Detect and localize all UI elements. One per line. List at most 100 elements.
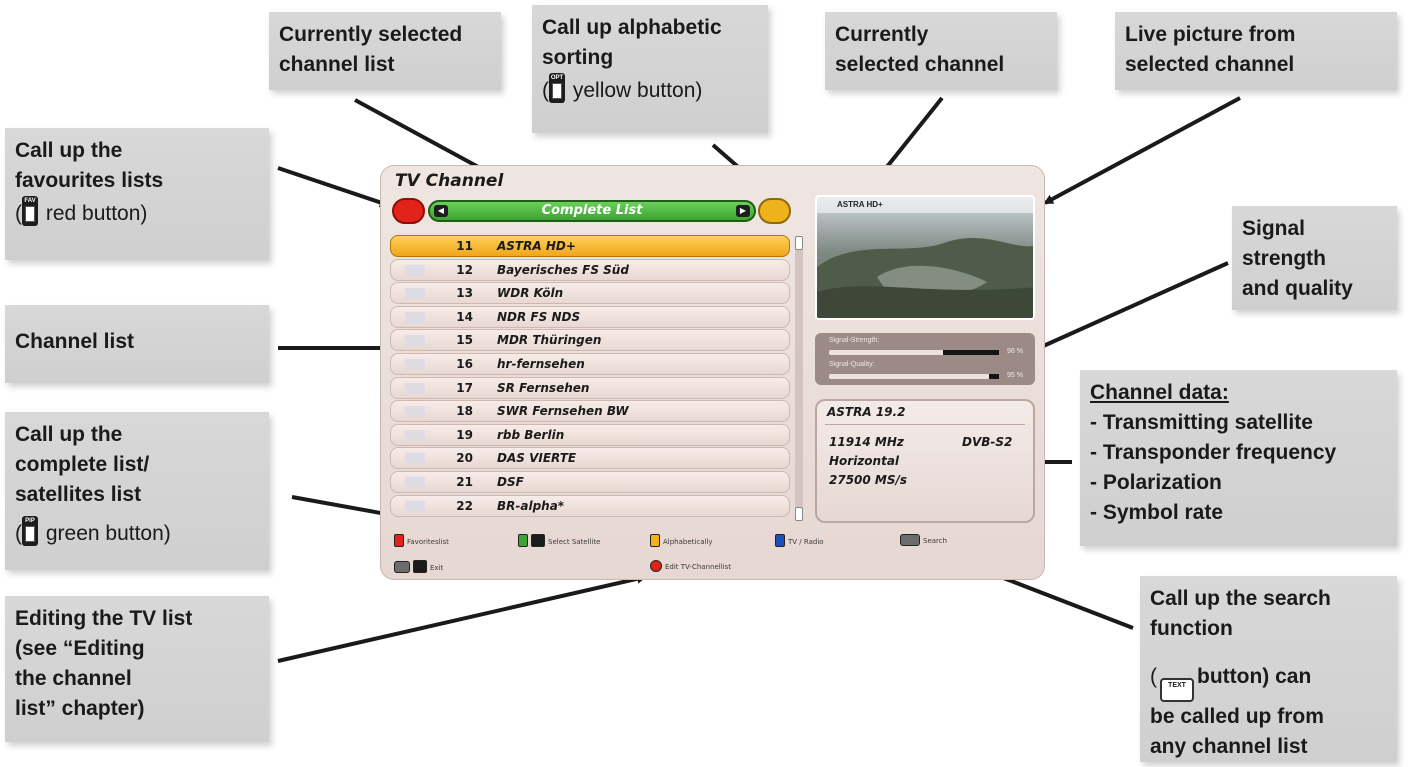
- channel-number: 17: [456, 380, 473, 395]
- text-key-small-icon: [900, 534, 920, 546]
- polarization: Horizontal: [829, 454, 900, 468]
- legend-search[interactable]: Search: [900, 534, 947, 546]
- channel-logo-icon: [405, 359, 425, 370]
- legend-select-satellite[interactable]: Select Satellite: [518, 534, 601, 547]
- blue-key-icon: [775, 534, 785, 547]
- channel-name: NDR FS NDS: [497, 309, 581, 324]
- frequency: 11914 MHz: [829, 435, 904, 449]
- channel-name: Bayerisches FS Süd: [497, 262, 629, 277]
- yellow-key-icon: [650, 534, 660, 547]
- signal-strength-label: Signal-Strength:: [829, 337, 880, 344]
- channel-row[interactable]: 19 rbb Berlin: [390, 423, 790, 446]
- channel-number: 14: [456, 309, 473, 324]
- callout-alpha: Call up alphabetic sorting (OPT yellow b…: [532, 5, 768, 133]
- channel-number: 11: [456, 239, 473, 253]
- channel-name: hr-fernsehen: [497, 357, 585, 371]
- channel-number: 15: [456, 333, 473, 348]
- landscape-image: [817, 238, 1033, 318]
- channel-name: BR-alpha*: [497, 498, 565, 513]
- channel-number: 13: [456, 286, 473, 301]
- prev-list-icon[interactable]: ◀: [434, 205, 448, 217]
- callout-editing: Editing the TV list (see “Editing the ch…: [5, 596, 269, 742]
- channel-list: 11 ASTRA HD+ 12 Bayerisches FS Süd 13 WDR Köl…: [390, 235, 792, 523]
- channel-row[interactable]: 13 WDR Köln: [390, 282, 790, 305]
- signal-quality-label: Signal-Quality:: [829, 361, 875, 368]
- signal-quality-value: 95 %: [1007, 372, 1023, 379]
- favourites-red-button[interactable]: [392, 198, 425, 224]
- next-list-icon[interactable]: ▶: [736, 205, 750, 217]
- channel-row[interactable]: 15 MDR Thüringen: [390, 329, 790, 352]
- back-key-icon: [394, 561, 410, 573]
- signal-strength-value: 96 %: [1007, 348, 1023, 355]
- ok-key-icon: [413, 560, 427, 573]
- channel-row[interactable]: 20 DAS VIERTE: [390, 447, 790, 470]
- channel-number: 21: [456, 475, 473, 489]
- scroll-down-handle[interactable]: [795, 507, 803, 521]
- channel-number: 20: [456, 451, 473, 466]
- channel-row-selected[interactable]: 11 ASTRA HD+: [390, 235, 790, 257]
- legend-exit[interactable]: Exit: [394, 560, 443, 573]
- current-list-name: Complete List: [541, 203, 643, 218]
- fav-key-icon: FAV: [22, 196, 38, 226]
- edit-red-icon: [650, 560, 662, 572]
- channel-logo-icon: [405, 406, 425, 418]
- channel-name: MDR Thüringen: [497, 333, 602, 348]
- legend-tv-radio[interactable]: TV / Radio: [775, 534, 824, 547]
- channel-name: DSF: [497, 475, 524, 489]
- channel-number: 19: [456, 427, 473, 442]
- signal-panel: Signal-Strength: 96 % Signal-Quality: 95…: [815, 333, 1035, 385]
- channel-name: ASTRA HD+: [497, 239, 576, 253]
- opt-key-icon: OPT: [549, 73, 565, 103]
- callout-live-picture: Live picture from selected channel: [1115, 12, 1397, 90]
- channel-number: 18: [456, 404, 473, 419]
- callout-signal: Signal strength and quality: [1232, 206, 1397, 310]
- channel-name: WDR Köln: [497, 286, 564, 301]
- channel-name: SR Fernsehen: [497, 380, 590, 395]
- channel-row[interactable]: 17 SR Fernsehen: [390, 376, 790, 399]
- channel-logo-icon: [405, 500, 425, 512]
- satellite-name: ASTRA 19.2: [827, 405, 906, 419]
- arrow-live-picture: [1043, 96, 1241, 205]
- channel-logo-icon: [405, 453, 425, 465]
- channel-row[interactable]: 21 DSF: [390, 471, 790, 493]
- arrow-editing: [277, 573, 647, 663]
- scroll-up-handle[interactable]: [795, 236, 803, 250]
- channel-logo-icon: [405, 311, 425, 323]
- screen-title: TV Channel: [395, 171, 504, 191]
- arrow-favourites: [277, 166, 390, 208]
- text-key-icon: TEXT: [1160, 678, 1194, 702]
- callout-channel-data: Channel data: - Transmitting satellite -…: [1080, 370, 1397, 546]
- channel-list-selector[interactable]: ◀ Complete List ▶: [428, 200, 756, 222]
- channel-name: rbb Berlin: [497, 427, 565, 442]
- green-key-icon: [518, 534, 528, 547]
- channel-logo-icon: [405, 335, 425, 347]
- legend-alphabetically[interactable]: Alphabetically: [650, 534, 713, 547]
- symbol-rate: 27500 MS/s: [829, 473, 908, 487]
- channel-logo-icon: [405, 382, 425, 394]
- arrow-current-channel: [876, 96, 944, 180]
- live-picture: ASTRA HD+: [815, 195, 1035, 320]
- callout-current-channel: Currently selected channel: [825, 12, 1057, 90]
- alphabetic-yellow-button[interactable]: [758, 198, 791, 224]
- channel-logo-icon: [405, 288, 425, 300]
- channel-row[interactable]: 14 NDR FS NDS: [390, 305, 790, 328]
- standard: DVB-S2: [962, 435, 1013, 449]
- legend-favorites[interactable]: Favoriteslist: [394, 534, 449, 547]
- channel-logo-icon: [405, 264, 425, 276]
- arrow-signal: [1028, 261, 1229, 354]
- channel-number: 12: [456, 262, 473, 277]
- legend-edit[interactable]: Edit TV-Channellist: [650, 560, 731, 572]
- channel-logo-icon: [405, 477, 425, 488]
- channel-name: DAS VIERTE: [497, 451, 577, 466]
- live-picture-header: ASTRA HD+: [817, 197, 1033, 213]
- signal-quality-bar: [829, 374, 999, 379]
- signal-strength-bar: [829, 350, 999, 355]
- channel-list-scrollbar[interactable]: [795, 236, 803, 521]
- channel-row[interactable]: 12 Bayerisches FS Süd: [390, 258, 790, 281]
- satellite-icon: [531, 534, 545, 547]
- callout-complete-list: Call up the complete list/ satellites li…: [5, 412, 269, 570]
